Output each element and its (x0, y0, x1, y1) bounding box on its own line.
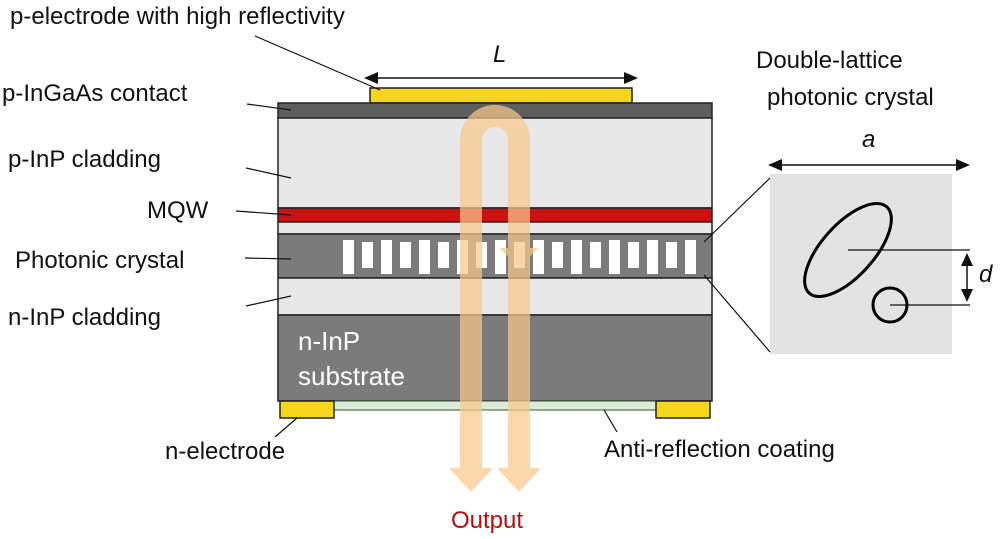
pc-hole (628, 242, 639, 268)
downward-arrowhead-inner (499, 248, 539, 266)
double-lattice-title-line2: photonic crystal (767, 84, 934, 111)
output-label: Output (451, 507, 523, 534)
n-electrode-left (279, 400, 335, 419)
n-electrode-label: n-electrode (165, 438, 285, 465)
anti-reflection-coating (333, 400, 657, 411)
substrate-label-line2: substrate (298, 361, 405, 391)
light-beam (449, 105, 541, 492)
mqw-layer (277, 207, 713, 223)
layer-labels: p-electrode with high reflectivity p-InG… (2, 3, 835, 534)
pc-hole (666, 242, 677, 268)
p-ingaas-contact-label: p-InGaAs contact (2, 80, 188, 107)
p-electrode-label: p-electrode with high reflectivity (10, 3, 345, 30)
mqw-label: MQW (147, 197, 209, 224)
pc-hole (362, 242, 373, 268)
pc-hole (647, 240, 658, 274)
n-inp-cladding-layer (277, 277, 713, 316)
n-electrode-right (655, 400, 711, 419)
pc-hole (571, 240, 582, 274)
pc-hole (685, 240, 696, 274)
pc-hole (343, 240, 354, 274)
output-arrowhead-left (449, 468, 493, 492)
pc-hole (438, 242, 449, 268)
n-inp-substrate (277, 314, 713, 402)
large-elliptical-hole (803, 202, 893, 298)
pc-hole (552, 242, 563, 268)
length-label: L (493, 41, 506, 68)
lattice-constant-label: a (862, 126, 875, 153)
anti-reflection-label: Anti-reflection coating (604, 436, 835, 463)
pc-hole (609, 240, 620, 274)
p-inp-cladding-layer (277, 117, 713, 209)
n-inp-cladding-label: n-InP cladding (8, 304, 161, 331)
p-electrode (369, 87, 633, 104)
device-stack: n-InP substrate (277, 87, 713, 419)
pc-hole (533, 240, 544, 274)
hole-spacing-label: d (979, 261, 993, 288)
substrate-label-line1: n-InP (298, 326, 360, 356)
double-lattice-title-line1: Double-lattice (756, 47, 903, 74)
thin-spacer-layer (277, 221, 713, 235)
unit-cell (770, 174, 952, 354)
unit-cell-inset: Double-lattice photonic crystal a d (703, 47, 993, 354)
pc-hole (400, 242, 411, 268)
photonic-crystal-label: Photonic crystal (15, 247, 184, 274)
output-arrowhead-right (497, 468, 541, 492)
pc-hole (419, 240, 430, 274)
p-inp-cladding-label: p-InP cladding (8, 146, 161, 173)
pc-hole (495, 240, 506, 274)
pc-hole (590, 242, 601, 268)
pc-hole (381, 240, 392, 274)
length-dimension: L (364, 41, 638, 84)
